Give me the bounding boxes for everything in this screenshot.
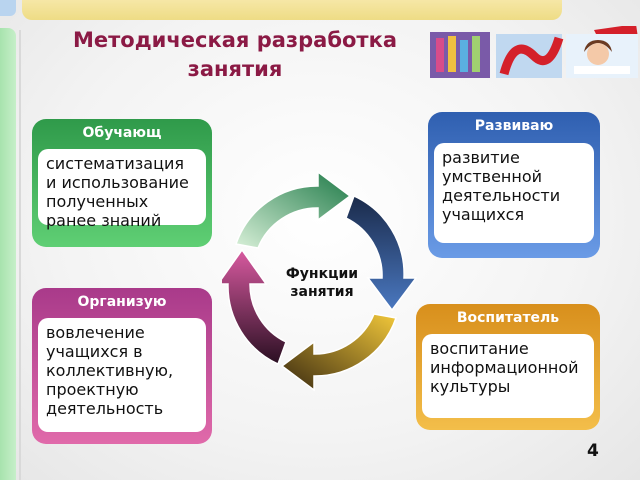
panel-educating-text: воспитание информационной культуры: [422, 334, 594, 418]
panel-teaching-title: Обучающ: [82, 125, 162, 141]
panel-organizing-title: Организую: [77, 294, 167, 310]
cycle-arrow-bottom: [280, 313, 397, 392]
center-label-line1: Функции: [285, 266, 359, 282]
page-number: 4: [587, 441, 599, 461]
panel-educating-title: Воспитатель: [456, 310, 560, 326]
top-corner-decoration: [0, 0, 16, 16]
cycle-diagram: [222, 170, 418, 392]
cycle-arrow-top: [235, 170, 352, 249]
left-band-decoration: [0, 28, 16, 480]
left-line-decoration: [19, 30, 21, 480]
panel-organizing-text: вовлечение учащихся в коллективную, прое…: [38, 318, 206, 432]
cycle-center-label: Функции занятия: [262, 265, 382, 301]
center-label-line2: занятия: [290, 284, 354, 300]
panel-developing-title: Развиваю: [474, 118, 554, 134]
slide-title-line1: Методическая разработка: [72, 28, 398, 52]
cycle-arrow-right: [345, 194, 418, 312]
slide-title: Методическая разработка занятия: [40, 26, 430, 84]
panel-developing-text: развитие умственной деятельности учащихс…: [434, 143, 594, 243]
slide-title-line2: занятия: [187, 57, 283, 81]
top-band-decoration: [22, 0, 562, 20]
cycle-arrow-left: [222, 248, 287, 366]
decorative-image-strip: [430, 26, 638, 78]
panel-teaching-text: систематизация и использование полученны…: [38, 149, 206, 230]
